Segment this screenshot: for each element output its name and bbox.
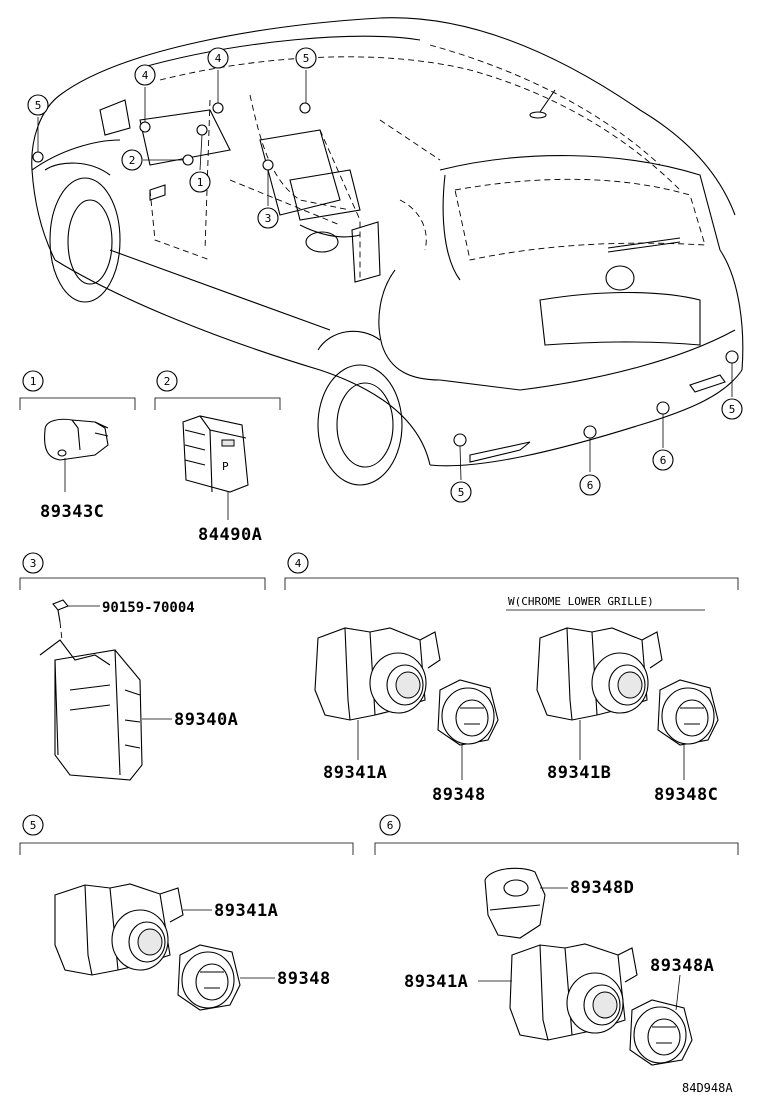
section-2: 2 P 84490A [154, 370, 281, 545]
cover-89348D-part [484, 867, 568, 939]
section-3: 3 90159-70004 89340A [19, 552, 266, 781]
part-number-89343C: 89343C [40, 502, 104, 522]
callout-4-left: 4 [134, 64, 156, 86]
svg-text:4: 4 [295, 557, 302, 570]
svg-text:6: 6 [660, 454, 667, 467]
sensor-89341A-section6-part [478, 943, 638, 1041]
sensor-89341A-section5-part [54, 883, 212, 976]
svg-text:5: 5 [458, 486, 465, 499]
sensor-89341B-part [536, 627, 663, 760]
callout-6-rear-left: 6 [579, 474, 601, 496]
callout-5-rear-left: 5 [450, 481, 472, 503]
diagram-reference-code: 84D948A [682, 1081, 733, 1095]
svg-text:3: 3 [265, 212, 272, 225]
sensor-89341A-section4-part [314, 627, 441, 760]
part-number-89341A-s6: 89341A [404, 972, 468, 992]
svg-text:6: 6 [587, 479, 594, 492]
svg-text:6: 6 [387, 819, 394, 832]
part-number-90159-70004: 90159-70004 [102, 600, 195, 616]
bezel-89348A-part [629, 974, 693, 1066]
callout-1: 1 [189, 171, 211, 193]
callout-5-front: 5 [27, 94, 49, 116]
callout-4-right: 4 [207, 47, 229, 69]
section-6: 6 89348D 89341A 89348A [374, 814, 739, 1066]
part-number-89341B: 89341B [547, 763, 611, 783]
part-number-89348-s4: 89348 [432, 785, 486, 805]
ecu-89340A-part [39, 639, 172, 781]
svg-text:2: 2 [129, 154, 136, 167]
section-4: 4 W(CHROME LOWER GRILLE) 89341A 89348 [284, 552, 739, 805]
parking-switch-84490A-part: P [182, 415, 249, 520]
svg-text:1: 1 [197, 176, 204, 189]
callout-5-top: 5 [295, 47, 317, 69]
bezel-89348C-part [657, 679, 719, 780]
part-number-89340A: 89340A [174, 710, 238, 730]
switch-89343C-part [44, 418, 109, 492]
chrome-lower-grille-note: W(CHROME LOWER GRILLE) [508, 595, 654, 608]
bezel-89348-section5-part [177, 944, 275, 1011]
part-number-84490A: 84490A [198, 525, 262, 545]
callout-6-rear-right: 6 [652, 449, 674, 471]
part-number-89341A-s5: 89341A [214, 901, 278, 921]
svg-text:4: 4 [215, 52, 222, 65]
section-5: 5 89341A 89348 [19, 814, 354, 1011]
vehicle-callouts: 5 4 4 5 2 1 3 5 [27, 47, 743, 503]
part-number-89348A: 89348A [650, 956, 714, 976]
svg-text:5: 5 [729, 403, 736, 416]
svg-text:3: 3 [30, 557, 37, 570]
callout-3: 3 [257, 207, 279, 229]
section-1: 1 89343C [19, 370, 136, 522]
sensor-markers [32, 102, 739, 447]
part-number-89348C: 89348C [654, 785, 718, 805]
parking-symbol-icon: P [222, 460, 229, 473]
svg-text:2: 2 [164, 375, 171, 388]
bezel-89348-section4-part [437, 679, 499, 780]
svg-text:5: 5 [303, 52, 310, 65]
svg-text:4: 4 [142, 69, 149, 82]
bolt-90159-part [52, 599, 100, 641]
callout-2: 2 [121, 149, 143, 171]
svg-text:5: 5 [35, 99, 42, 112]
vehicle-illustration [31, 17, 744, 486]
callout-5-rear-right: 5 [721, 398, 743, 420]
part-number-89348D: 89348D [570, 878, 634, 898]
part-number-89348-s5: 89348 [277, 969, 331, 989]
svg-text:1: 1 [30, 375, 37, 388]
svg-text:5: 5 [30, 819, 37, 832]
part-number-89341A-s4: 89341A [323, 763, 387, 783]
